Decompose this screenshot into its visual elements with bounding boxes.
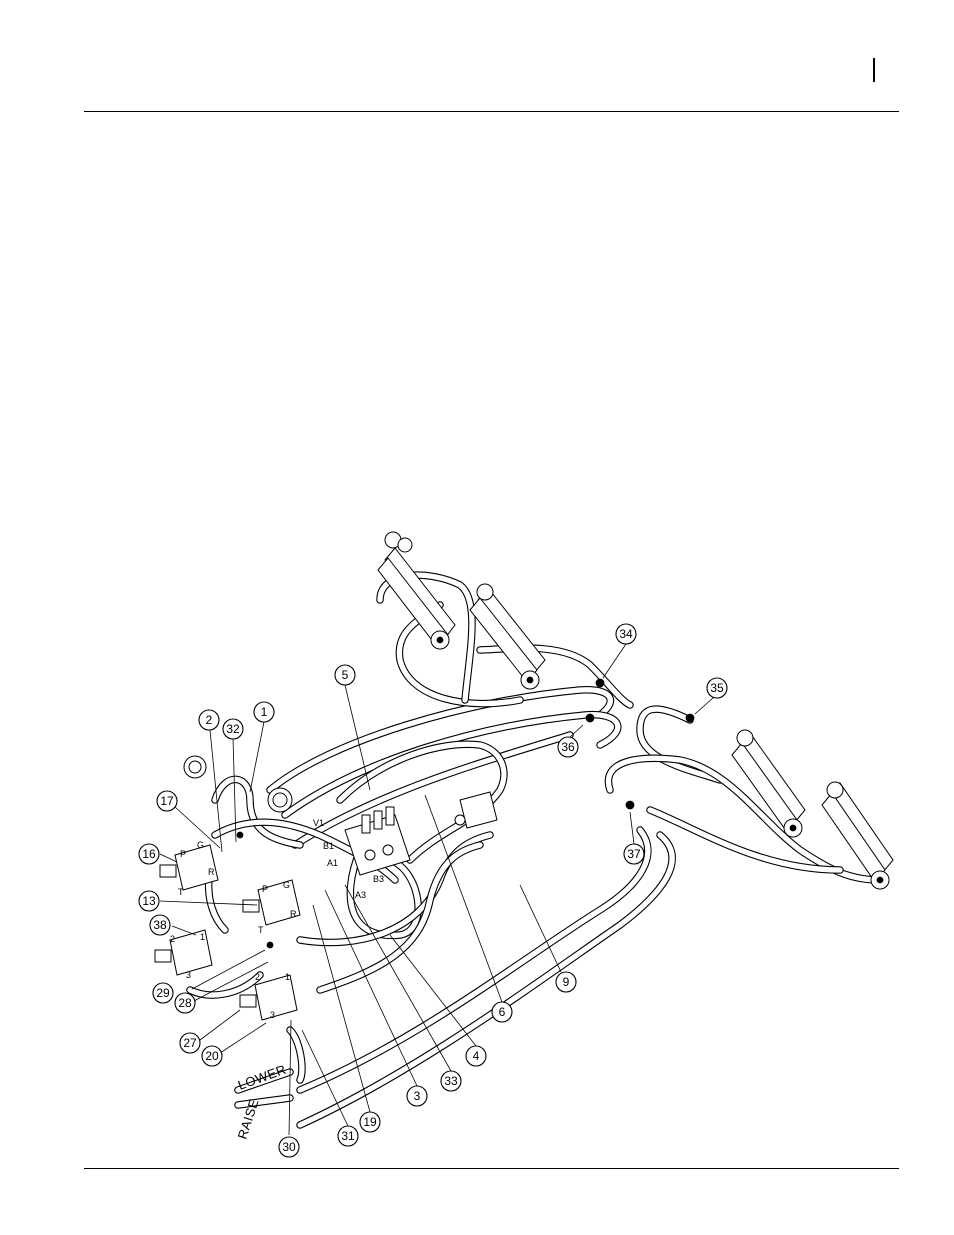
port-label-b1: B1 [323,841,334,851]
port-label-r-lower: R [290,909,297,919]
callout-label: 9 [563,975,570,989]
manifold-middle: P G R T [243,880,300,935]
callout-35: 35 [707,678,727,698]
cylinder-upper-middle [470,584,545,689]
port-label-p-lower: P [262,884,268,894]
callout-27: 27 [180,1033,200,1053]
callout-label: 38 [153,918,167,932]
port-label-2a: 2 [170,934,175,944]
callout-36: 36 [558,737,578,757]
callout-38: 38 [150,915,170,935]
port-label-2b: 2 [255,972,260,982]
callout-9: 9 [556,972,576,992]
port-label-p-upper: P [180,849,186,859]
callout-label: 5 [342,668,349,682]
callout-label: 17 [160,794,174,808]
callout-label: 32 [226,722,240,736]
callout-label: 35 [710,681,724,695]
gauge-center [268,788,292,812]
callout-label: 34 [619,627,633,641]
port-label-t-lower: T [258,925,264,935]
callout-label: 19 [363,1115,377,1129]
relief-valve-left: 2 1 3 [155,930,212,980]
callout-label: 13 [142,894,156,908]
valve-small-right [455,792,497,828]
callout-16: 16 [139,844,159,864]
callout-label: 3 [414,1089,421,1103]
callout-label: 20 [205,1049,219,1063]
callout-label: 2 [206,713,213,727]
callout-label: 28 [178,996,192,1010]
callout-label: 6 [499,1005,506,1019]
callout-4: 4 [466,1046,486,1066]
callout-31: 31 [338,1126,358,1146]
port-label-g-lower: G [283,880,290,890]
port-label-3b: 3 [270,1010,275,1020]
cylinder-upper-left [378,532,455,649]
callout-label: 31 [341,1129,355,1143]
port-label-a3: A3 [355,890,366,900]
port-label-1b: 1 [285,972,290,982]
callout-32: 32 [223,719,243,739]
port-label-t-upper: T [178,887,184,897]
callout-label: 30 [282,1140,296,1154]
callout-13: 13 [139,891,159,911]
callout-37: 37 [624,844,644,864]
callout-label: 36 [561,740,575,754]
port-label-r-upper: R [208,867,215,877]
port-label-3a: 3 [186,970,191,980]
relief-valve-lower: 2 1 3 [240,972,297,1020]
callout-2: 2 [199,710,219,730]
callout-20: 20 [202,1046,222,1066]
callout-6: 6 [492,1002,512,1022]
callout-label: 27 [183,1036,197,1050]
callout-1: 1 [254,702,274,722]
callout-30: 30 [279,1137,299,1157]
gauge-upper-left [184,756,206,778]
callout-34: 34 [616,624,636,644]
hose-label-lower: LOWER [236,1062,288,1093]
callout-label: 4 [473,1049,480,1063]
port-label-g-upper: G [197,840,204,850]
callout-19: 19 [360,1112,380,1132]
callout-29: 29 [153,983,173,1003]
port-label-b3: B3 [373,874,384,884]
callout-5: 5 [335,665,355,685]
callout-33: 33 [441,1071,461,1091]
callout-label: 1 [261,705,268,719]
callout-28: 28 [175,993,195,1013]
port-label-a1: A1 [327,858,338,868]
callout-3: 3 [407,1086,427,1106]
port-label-1a: 1 [200,932,205,942]
callout-label: 37 [627,847,641,861]
callout-17: 17 [157,791,177,811]
callout-label: 33 [444,1074,458,1088]
callout-label: 16 [142,847,156,861]
valve-block-center: V1 B1 A1 B3 A3 [313,807,410,900]
callout-label: 29 [156,986,170,1000]
port-label-v1: V1 [313,818,324,828]
